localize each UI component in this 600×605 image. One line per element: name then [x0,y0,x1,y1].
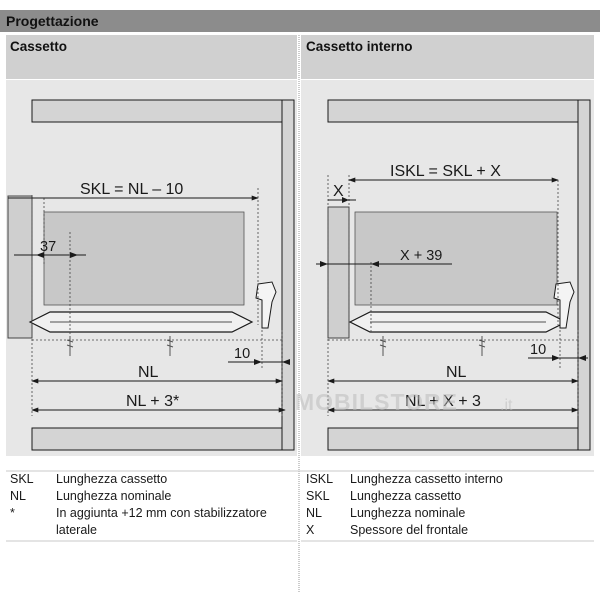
right-x-label: X [333,183,344,200]
left-skl-label: SKL = NL – 10 [80,181,183,198]
legend-desc: Lunghezza cassetto interno [350,472,503,486]
legend-abbr: NL [10,489,26,503]
right-x39-label: X + 39 [400,248,442,264]
legend-desc: In aggiunta +12 mm con stabilizzatore [56,506,267,520]
legend-desc: Lunghezza cassetto [56,472,168,486]
legend-desc: Lunghezza nominale [56,489,172,503]
left-subheader [6,35,297,79]
right-subheader [301,35,594,79]
header-title: Progettazione [6,13,99,29]
right-iskl-label: ISKL = SKL + X [390,163,501,180]
right-nl-label: NL [446,364,467,381]
legend-desc: Spessore del frontale [350,523,469,537]
watermark: MOBILSTORE .it [295,389,513,415]
left-front-panel [7,195,33,339]
watermark-main: MOBILSTORE [295,389,458,415]
legend-abbr: ISKL [306,472,334,486]
right-screws [379,336,486,356]
right-cabinet-top [327,99,579,123]
left-nl-label: NL [138,364,159,381]
right-drawer-side [354,211,558,306]
legend-desc: Lunghezza cassetto [350,489,462,503]
right-diagram: ISKL = SKL + X X X + 39 10 NL NL + X + 3 [316,99,591,451]
right-front-panel [327,206,350,339]
legend-desc: Lunghezza nominale [350,506,466,520]
watermark-suffix: .it [500,397,513,414]
left-drawer-side [43,211,245,306]
left-cabinet-back [281,99,295,451]
right-10-label: 10 [530,342,546,358]
right-rear-hook [553,281,575,329]
left-diagram: SKL = NL – 10 37 10 NL NL + 3* [7,99,295,451]
left-screws [66,336,174,356]
legend-abbr: SKL [306,489,330,503]
left-heading: Cassetto [10,39,67,54]
left-rear-hook [255,281,277,329]
left-cabinet-bottom [31,427,283,451]
legend-desc: laterale [56,523,97,537]
legend-abbr: X [306,523,315,537]
legend-abbr: SKL [10,472,34,486]
header-bar [0,10,600,32]
right-heading: Cassetto interno [306,39,413,54]
left-37-label: 37 [40,239,56,255]
legend-abbr: * [10,506,15,520]
right-cabinet-back [577,99,591,451]
left-nl3-label: NL + 3* [126,393,179,410]
left-cabinet-top [31,99,283,123]
left-10-label: 10 [234,346,250,362]
legend-abbr: NL [306,506,322,520]
right-nlx3-label: NL + X + 3 [405,393,481,410]
right-cabinet-bottom [327,427,579,451]
